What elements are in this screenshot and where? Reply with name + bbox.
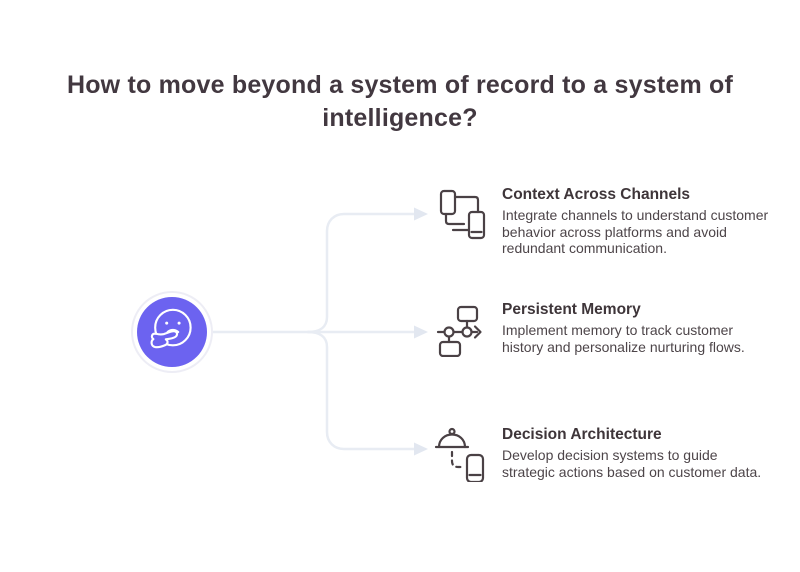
central-node: [137, 297, 207, 367]
branch-title: Decision Architecture: [502, 426, 662, 443]
arrow-icon: [414, 207, 428, 221]
connected-devices-icon: [439, 189, 486, 240]
branch-description: Develop decision systems to guide strate…: [502, 446, 762, 480]
connector-top: [306, 212, 416, 334]
branch-description: Implement memory to track customer histo…: [502, 321, 745, 355]
workflow-icon: [436, 305, 482, 357]
branch-item-decision-architecture: Decision Architecture Develop decision s…: [433, 426, 770, 482]
cloche-device-icon: [434, 427, 485, 482]
branch-title: Persistent Memory: [502, 301, 641, 318]
branch-title: Context Across Channels: [502, 186, 691, 203]
arrow-icon: [414, 325, 428, 339]
connector-bottom: [306, 330, 416, 451]
branch-item-context-across-channels: Context Across Channels Integrate channe…: [433, 186, 770, 257]
thinking-face-icon: [150, 308, 192, 349]
arrow-icon: [414, 442, 428, 456]
branch-item-persistent-memory: Persistent Memory Implement memory to tr…: [433, 301, 770, 357]
branch-description: Integrate channels to understand custome…: [502, 206, 769, 257]
page-title: How to move beyond a system of record to…: [66, 70, 734, 132]
